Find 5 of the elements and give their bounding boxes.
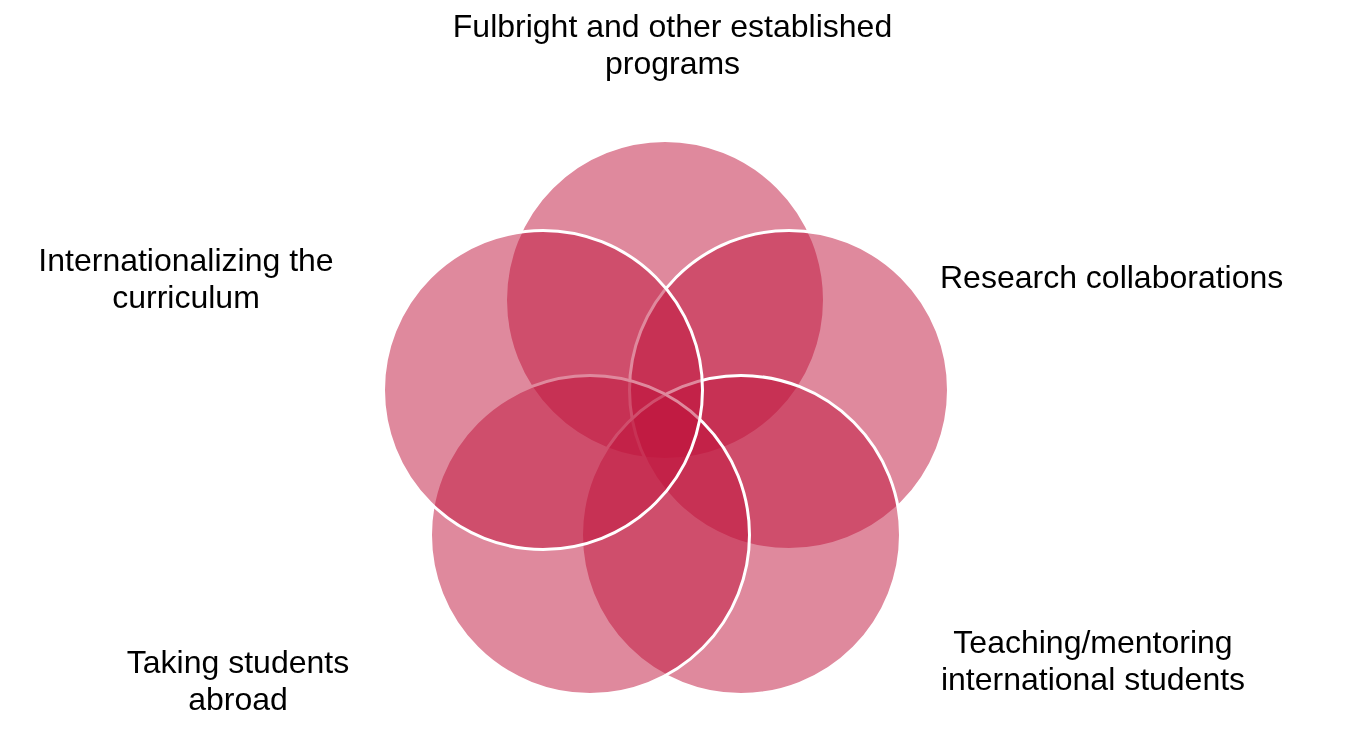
circle-label: Teaching/mentoring international students bbox=[939, 624, 1247, 699]
circle-label: Internationalizing the curriculum bbox=[37, 242, 335, 317]
circle-label: Taking students abroad bbox=[125, 644, 351, 719]
circle-label: Research collaborations bbox=[940, 259, 1285, 297]
circle-label: Fulbright and other established programs bbox=[451, 8, 894, 83]
